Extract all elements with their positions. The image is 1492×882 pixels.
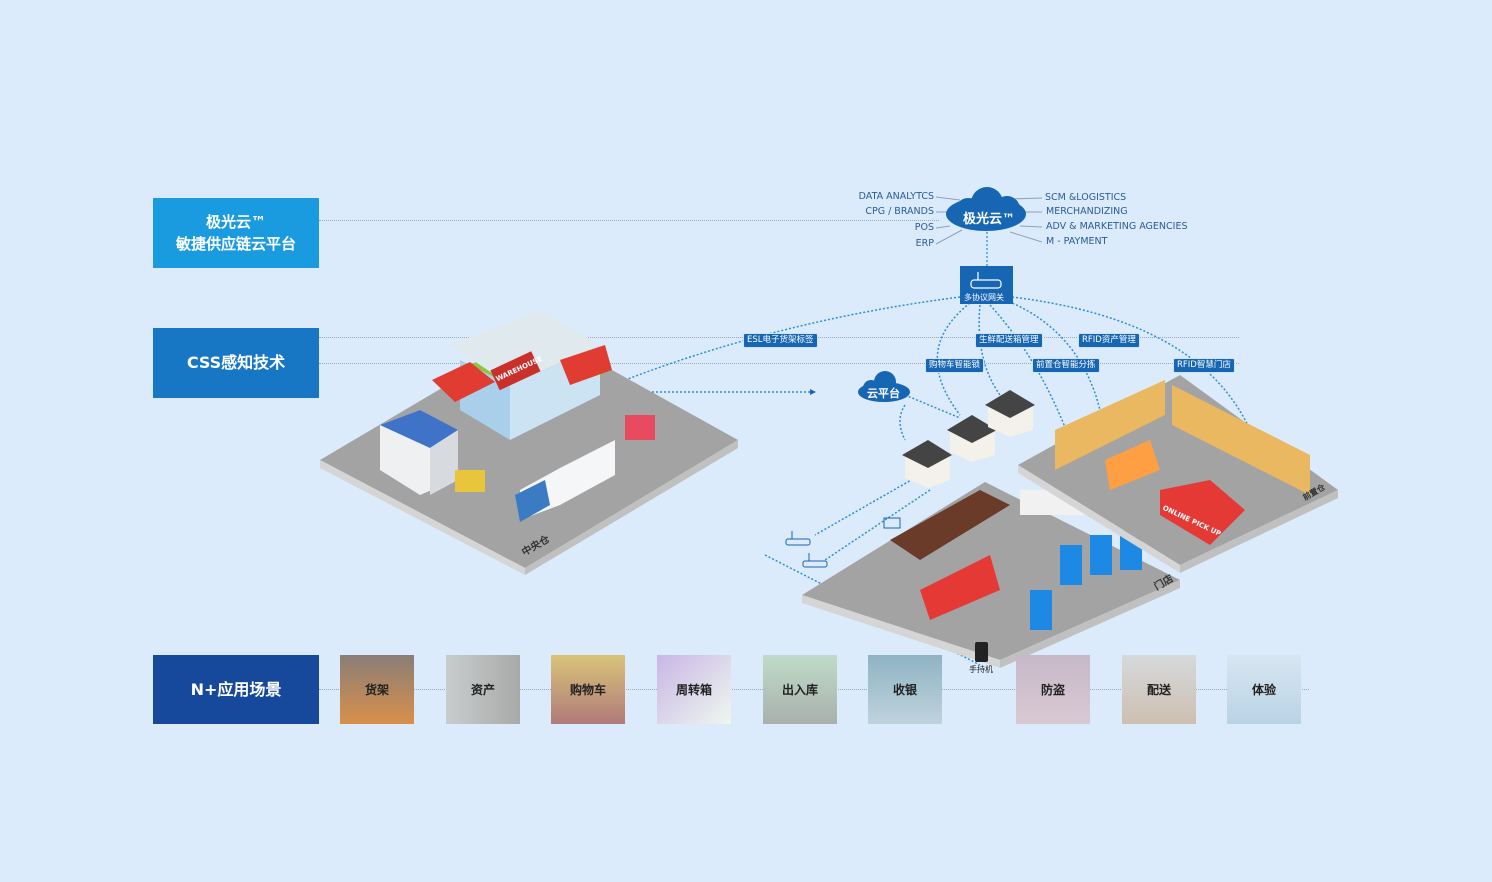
layer-cloud-title: 极光云™	[205, 213, 266, 231]
router-icon	[970, 272, 1002, 289]
gateway-label: 多协议网关	[964, 293, 1004, 302]
scenario-label: 资产	[470, 683, 495, 697]
cloud-right-item: M - PAYMENT	[1046, 236, 1108, 247]
layer-cloud-subtitle: 敏捷供应链云平台	[175, 235, 296, 253]
scenario-label: 收银	[892, 683, 917, 697]
scenario-turnover-box[interactable]: 周转箱	[657, 655, 731, 724]
scenario-label: 货架	[364, 683, 389, 697]
handheld-label: 手持机	[969, 665, 993, 674]
reader-icons	[785, 517, 901, 568]
scenario-label: 防盗	[1040, 683, 1065, 697]
scenario-experience[interactable]: 体验	[1227, 655, 1301, 724]
small-shops	[902, 390, 1035, 488]
cloud-left-item: POS	[914, 222, 934, 233]
cloud-platform-icon	[858, 371, 910, 402]
layer-css-tech: CSS感知技术	[153, 328, 319, 398]
layer-line-cloud	[319, 220, 939, 221]
handheld-icon	[975, 642, 988, 662]
central-warehouse-platform	[320, 310, 738, 575]
store-platform	[802, 482, 1180, 668]
cloud-left-item: ERP	[915, 238, 934, 249]
tag-cart-lock: 购物车智能锁	[925, 358, 985, 373]
cloud-connectors	[935, 196, 1043, 245]
scenario-asset[interactable]: 资产	[446, 655, 520, 724]
layer-css-title: CSS感知技术	[186, 353, 286, 372]
cloud-right-item: SCM &LOGISTICS	[1045, 192, 1127, 203]
tag-front-sorting: 前置仓智能分拣	[1032, 358, 1100, 373]
cloud-icon	[946, 187, 1026, 231]
cloud-right-item: ADV & MARKETING AGENCIES	[1046, 221, 1188, 232]
scenario-label: 配送	[1146, 683, 1171, 697]
scenario-label: 周转箱	[675, 683, 712, 697]
layer-line-css-2	[319, 363, 1239, 364]
cloud-platform-label: 云平台	[867, 387, 900, 400]
layer-scenarios: N+应用场景	[153, 655, 319, 724]
scenario-delivery[interactable]: 配送	[1122, 655, 1196, 724]
cloud-left-item: CPG / BRANDS	[865, 206, 934, 217]
scenario-checkout[interactable]: 收银	[868, 655, 942, 724]
scenario-antitheft[interactable]: 防盗	[1016, 655, 1090, 724]
tag-esl: ESL电子货架标签	[743, 333, 818, 348]
front-warehouse-platform	[1018, 375, 1338, 573]
cloud-right-item: MERCHANDIZING	[1046, 206, 1128, 217]
tag-fresh-box: 生鲜配送箱管理	[975, 333, 1043, 348]
scenario-inout[interactable]: 出入库	[763, 655, 837, 724]
tag-rfid-store: RFID智慧门店	[1173, 358, 1235, 373]
tag-rfid-asset: RFID资产管理	[1078, 333, 1140, 348]
scenario-shelf[interactable]: 货架	[340, 655, 414, 724]
cloud-left-item: DATA ANALYTCS	[858, 191, 934, 202]
layer-scenarios-title: N+应用场景	[190, 679, 282, 699]
scenario-label: 出入库	[781, 683, 818, 697]
cloud-label: 极光云™	[963, 212, 1016, 227]
scenario-cart[interactable]: 购物车	[551, 655, 625, 724]
scenario-label: 购物车	[569, 683, 606, 697]
layer-cloud-platform: 极光云™ 敏捷供应链云平台	[153, 198, 319, 268]
scenario-label: 体验	[1251, 683, 1276, 697]
